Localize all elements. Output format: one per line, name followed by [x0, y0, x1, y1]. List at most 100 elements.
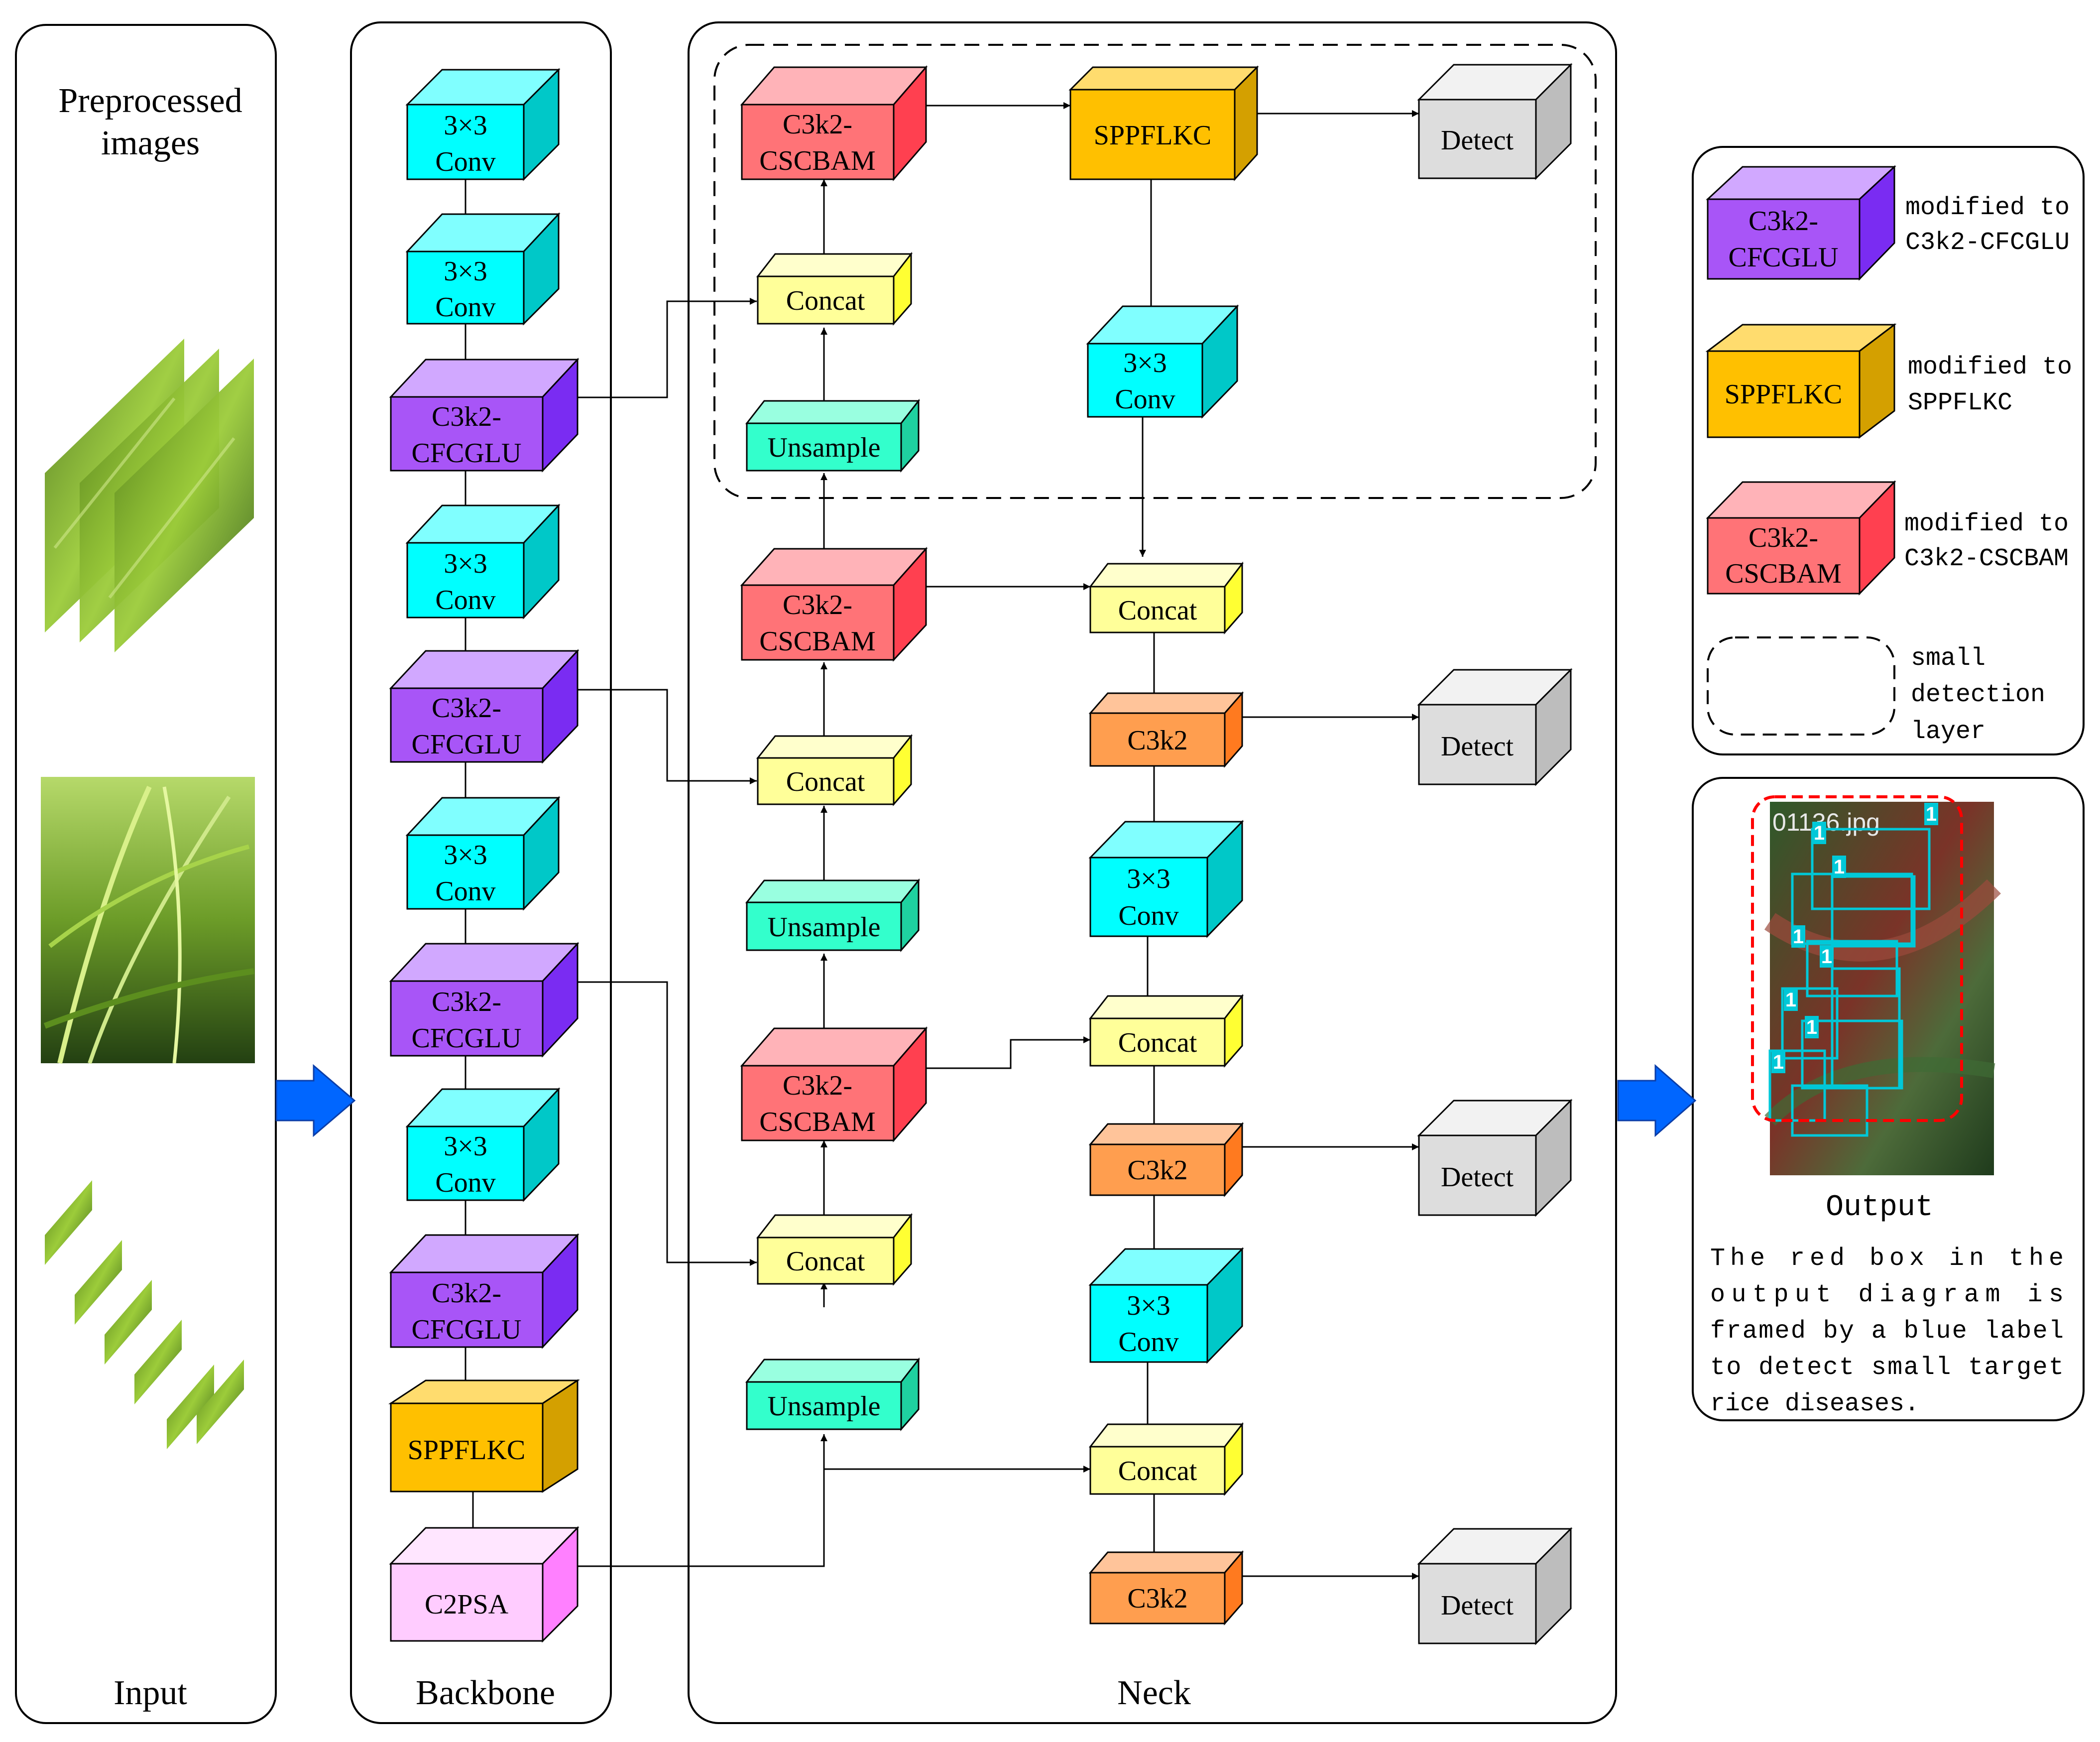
- svg-text:C3k2: C3k2: [1127, 1583, 1187, 1614]
- svg-text:Concat: Concat: [786, 1246, 865, 1277]
- svg-text:CSCBAM: CSCBAM: [1725, 558, 1841, 589]
- svg-text:1: 1: [1814, 822, 1825, 844]
- concat-block-3: Concat: [756, 1213, 913, 1286]
- output-caption: The red box in the output diagram is fra…: [1710, 1244, 2064, 1418]
- legend-cscbam-desc-line2: C3k2-CSCBAM: [1904, 545, 2069, 573]
- svg-text:Conv: Conv: [435, 292, 495, 323]
- svg-text:SPPFLKC: SPPFLKC: [1094, 120, 1212, 151]
- conv-block-neck-2: 3×3 Conv: [1088, 820, 1244, 938]
- svg-text:Concat: Concat: [1118, 1456, 1197, 1487]
- sppflkc-block-neck: SPPFLKC: [1068, 65, 1259, 181]
- svg-text:3×3: 3×3: [444, 1131, 487, 1162]
- input-title: Input: [114, 1674, 187, 1712]
- conv-block-neck-1: 3×3 Conv: [1086, 304, 1239, 419]
- svg-text:C3k2-: C3k2-: [1749, 206, 1818, 237]
- svg-text:3×3: 3×3: [444, 256, 487, 287]
- svg-text:CFCGLU: CFCGLU: [412, 1023, 522, 1054]
- svg-text:Unsample: Unsample: [767, 1391, 880, 1422]
- cfcglu-block-3: C3k2- CFCGLU: [389, 942, 580, 1058]
- svg-text:1: 1: [1926, 803, 1937, 825]
- legend-small-line2: detection: [1911, 681, 2045, 709]
- detect-head-2: Detect: [1417, 668, 1573, 786]
- conv-block-5: 3×3 Conv: [405, 1087, 561, 1202]
- rice-field-image: [41, 777, 255, 1064]
- svg-text:Detect: Detect: [1441, 1162, 1514, 1193]
- small-detection-layer-region: [713, 44, 1597, 499]
- svg-text:C3k2: C3k2: [1127, 725, 1187, 756]
- svg-text:3×3: 3×3: [444, 548, 487, 579]
- panel-frames: [15, 21, 2085, 1724]
- svg-text:SPPFLKC: SPPFLKC: [1725, 379, 1843, 410]
- conv-block-2: 3×3 Conv: [405, 212, 561, 326]
- output-detection-region: [1751, 795, 1963, 1122]
- input-panel: [15, 24, 277, 1724]
- svg-text:C3k2-: C3k2-: [783, 590, 852, 621]
- svg-text:1: 1: [1785, 989, 1796, 1011]
- svg-text:to detect small target: to detect small target: [1710, 1354, 2064, 1382]
- svg-text:C3k2-: C3k2-: [432, 401, 501, 432]
- svg-text:Concat: Concat: [1118, 1027, 1197, 1058]
- concat-block-4: Concat: [1088, 561, 1244, 634]
- svg-text:CFCGLU: CFCGLU: [412, 729, 522, 760]
- cscbam-block-1: C3k2- CSCBAM: [740, 65, 928, 182]
- neck-title: Neck: [1117, 1674, 1191, 1712]
- conv-block-3: 3×3 Conv: [405, 503, 561, 620]
- svg-text:1: 1: [1773, 1051, 1784, 1073]
- svg-text:SPPFLKC: SPPFLKC: [408, 1435, 526, 1466]
- cscbam-block-3: C3k2- CSCBAM: [740, 1026, 928, 1143]
- cfcglu-block-4: C3k2- CFCGLU: [389, 1233, 580, 1349]
- legend-sppflkc-desc-line2: SPPFLKC: [1908, 389, 2012, 417]
- conv-block-neck-3: 3×3 Conv: [1088, 1247, 1244, 1364]
- cfcglu-block-1: C3k2- CFCGLU: [389, 358, 580, 473]
- svg-text:3×3: 3×3: [444, 110, 487, 141]
- svg-text:C3k2-: C3k2-: [432, 693, 501, 724]
- neck-to-output-arrow: [1617, 1064, 1697, 1137]
- svg-text:1: 1: [1793, 926, 1804, 948]
- detect-head-4: Detect: [1417, 1527, 1573, 1645]
- concat-block-6: Concat: [1088, 1422, 1244, 1496]
- cscbam-block-2: C3k2- CSCBAM: [740, 547, 928, 662]
- svg-text:3×3: 3×3: [1127, 1290, 1170, 1321]
- input-to-backbone-arrow: [275, 1064, 356, 1137]
- c3k2-block-2: C3k2: [1088, 1121, 1244, 1197]
- svg-text:1: 1: [1834, 856, 1845, 878]
- svg-text:C3k2: C3k2: [1127, 1155, 1187, 1186]
- conv-block-1: 3×3 Conv: [405, 68, 561, 181]
- svg-text:C3k2-: C3k2-: [432, 987, 501, 1017]
- concat-block-1: Concat: [756, 251, 913, 326]
- unsample-block-3: Unsample: [745, 1357, 921, 1431]
- svg-text:Conv: Conv: [435, 585, 495, 616]
- legend-small-line3: layer: [1911, 718, 1985, 746]
- svg-text:Concat: Concat: [1118, 595, 1197, 626]
- svg-text:CFCGLU: CFCGLU: [412, 1314, 522, 1345]
- unsample-block-1: Unsample: [745, 398, 921, 473]
- svg-text:rice diseases.: rice diseases.: [1710, 1390, 1919, 1418]
- svg-text:Concat: Concat: [786, 766, 865, 797]
- svg-text:1: 1: [1806, 1016, 1817, 1038]
- svg-text:CSCBAM: CSCBAM: [759, 626, 875, 657]
- svg-text:output diagram is: output diagram is: [1710, 1281, 2064, 1309]
- svg-text:CFCGLU: CFCGLU: [412, 438, 522, 469]
- svg-text:Conv: Conv: [435, 146, 495, 177]
- svg-text:Conv: Conv: [1118, 1327, 1178, 1358]
- legend-cfcglu-desc-line1: modified to: [1905, 194, 2070, 222]
- svg-text:Conv: Conv: [435, 1167, 495, 1198]
- svg-text:Detect: Detect: [1441, 125, 1514, 156]
- legend-dashed-box: [1707, 636, 1895, 736]
- concat-block-5: Concat: [1088, 994, 1244, 1068]
- legend-small-line1: small: [1911, 644, 1985, 673]
- svg-text:3×3: 3×3: [1127, 864, 1170, 894]
- preprocessed-title-line1: Preprocessed: [58, 82, 242, 120]
- sppflkc-block-backbone: SPPFLKC: [388, 1379, 581, 1493]
- svg-text:Unsample: Unsample: [767, 432, 880, 463]
- svg-text:C2PSA: C2PSA: [425, 1589, 509, 1620]
- svg-text:Conv: Conv: [435, 876, 495, 907]
- detect-head-3: Detect: [1417, 1099, 1573, 1217]
- legend-sppflkc-desc-line1: modified to: [1908, 353, 2072, 381]
- unsample-block-2: Unsample: [745, 878, 921, 952]
- neck-panel: [688, 21, 1617, 1724]
- connectors: [462, 102, 1419, 1580]
- svg-text:Conv: Conv: [1115, 384, 1175, 415]
- skewed-crop-stack: [45, 339, 254, 652]
